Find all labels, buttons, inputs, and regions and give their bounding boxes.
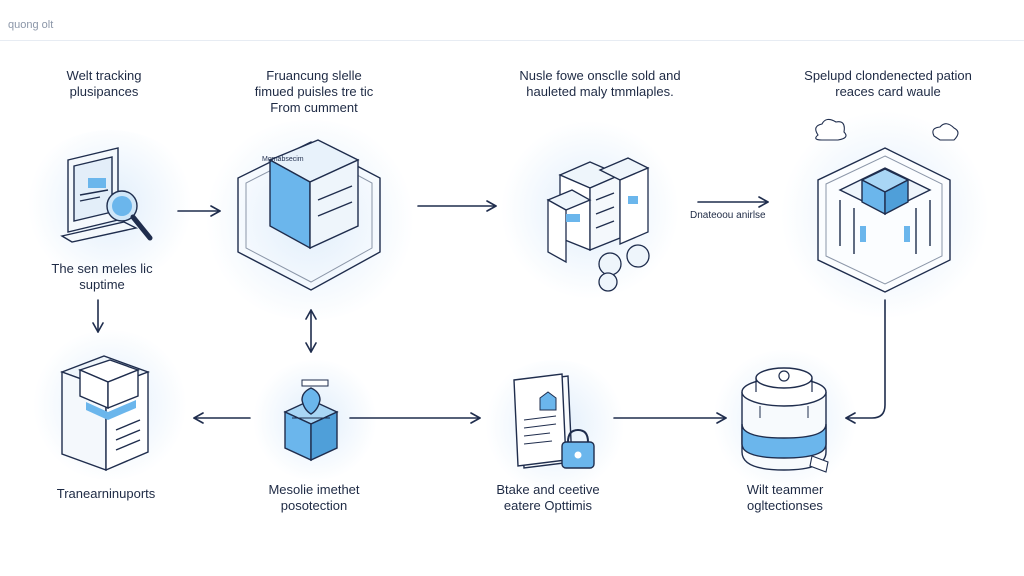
- building-cluster-icon: [546, 157, 650, 292]
- document-lock-icon: [513, 373, 595, 469]
- laptop-magnifier-icon: [60, 147, 153, 243]
- cube-hexagon-icon: [237, 139, 381, 291]
- shield-cube-icon: [283, 379, 339, 462]
- database-cylinder-icon: [741, 367, 829, 473]
- header-divider: [0, 40, 1024, 41]
- node-label-transport: Tranearninuports: [56, 486, 156, 501]
- edge-label-n3-n4: Dnateoou anirlse: [690, 210, 766, 221]
- arrow-n4-n9: [845, 299, 886, 424]
- box-tag-label: Mgmabsecim: [262, 156, 304, 163]
- header-text: quong olt: [8, 19, 54, 31]
- box-hexagon-icon: [815, 118, 959, 293]
- stacked-boxes-icon: [59, 355, 151, 472]
